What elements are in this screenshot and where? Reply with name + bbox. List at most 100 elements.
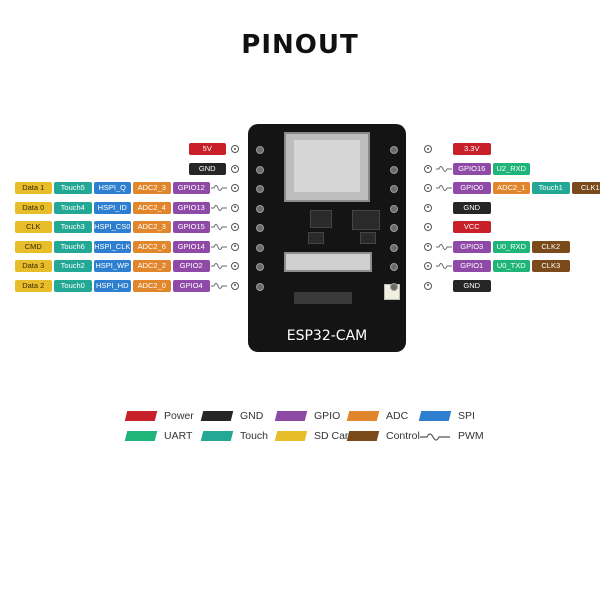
pin-tag-touch4: Touch4 bbox=[54, 201, 92, 214]
pin-tag-hspi-clk: HSPI_CLK bbox=[93, 240, 131, 253]
pin-header-right bbox=[424, 164, 432, 173]
pin-tag-u0-txd: U0_TXD bbox=[492, 260, 530, 272]
pin-header-right bbox=[424, 281, 432, 290]
pin-tag-touch3: Touch3 bbox=[54, 221, 92, 233]
board-pad bbox=[256, 204, 264, 213]
board-pad bbox=[390, 224, 398, 232]
legend-label: GND bbox=[240, 410, 264, 422]
board-label: ESP32-CAM bbox=[286, 328, 368, 344]
pin-tag-data-2: Data 2 bbox=[14, 279, 52, 292]
pin-tag-hspi-q: HSPI_Q bbox=[93, 182, 131, 194]
pin-header-right bbox=[424, 203, 432, 212]
pin-header-left bbox=[231, 242, 239, 251]
pin-header-left bbox=[231, 223, 239, 231]
chip-2 bbox=[352, 210, 380, 230]
legend-label: UART bbox=[164, 430, 193, 442]
pin-tag-gpio2: GPIO2 bbox=[172, 260, 210, 272]
legend-label: Power bbox=[164, 410, 194, 422]
pwm-icon bbox=[436, 263, 452, 269]
pin-header-right bbox=[424, 184, 432, 192]
pin-tag-touch5: Touch5 bbox=[54, 182, 92, 194]
pin-tag-clk: CLK bbox=[14, 221, 52, 233]
legend-swatch bbox=[418, 411, 452, 421]
pwm-icon bbox=[211, 185, 227, 191]
board-pad bbox=[256, 146, 264, 154]
pin-tag-gnd: GND bbox=[453, 201, 491, 214]
board-pad bbox=[390, 263, 398, 271]
pin-tag-adc2-6: ADC2_6 bbox=[133, 240, 171, 253]
pin-tag-cmd: CMD bbox=[14, 240, 52, 253]
board-pad bbox=[390, 204, 398, 213]
page-title: PINOUT bbox=[241, 30, 359, 60]
pin-tag-gpio14: GPIO14 bbox=[172, 240, 210, 253]
pin-tag-u2-rxd: U2_RXD bbox=[492, 162, 530, 175]
pin-tag-touch1: Touch1 bbox=[532, 182, 570, 194]
legend-swatch bbox=[124, 431, 158, 441]
pin-tag-adc2-0: ADC2_0 bbox=[133, 279, 171, 292]
pin-tag-adc2-3: ADC2_3 bbox=[133, 221, 171, 233]
pin-tag-clk1: CLK1 bbox=[571, 182, 600, 194]
pin-tag-data-0: Data 0 bbox=[14, 201, 52, 214]
pin-tag-data-1: Data 1 bbox=[14, 182, 52, 194]
pin-header-left bbox=[231, 184, 239, 192]
pin-tag-gnd: GND bbox=[188, 162, 226, 175]
pin-tag-clk3: CLK3 bbox=[532, 260, 570, 272]
legend-swatch bbox=[274, 411, 308, 421]
pin-tag-u0-rxd: U0_RXD bbox=[492, 240, 530, 253]
pin-tag-gpio16: GPIO16 bbox=[453, 162, 491, 175]
pwm-icon bbox=[211, 282, 227, 289]
legend-label: ADC bbox=[386, 410, 409, 422]
esp32-cam-board: ESP32-CAM bbox=[248, 124, 406, 352]
legend-label: PWM bbox=[458, 430, 484, 442]
pin-tag-vcc: VCC bbox=[453, 221, 491, 233]
pin-header-left bbox=[231, 281, 239, 290]
legend-swatch bbox=[124, 411, 158, 421]
pin-tag-gpio1: GPIO1 bbox=[453, 260, 491, 272]
pin-header-left bbox=[231, 203, 239, 212]
pin-tag-adc2-2: ADC2_2 bbox=[133, 260, 171, 272]
board-pad bbox=[390, 165, 398, 174]
pin-header-right bbox=[424, 223, 432, 231]
pin-header-left bbox=[231, 262, 239, 270]
pin-tag-data-3: Data 3 bbox=[14, 260, 52, 272]
chip-3 bbox=[308, 232, 324, 244]
pin-tag-adc2-4: ADC2_4 bbox=[133, 201, 171, 214]
board-pad bbox=[390, 146, 398, 154]
camera-connector bbox=[284, 252, 372, 272]
pin-tag-gpio15: GPIO15 bbox=[172, 221, 210, 233]
board-pad bbox=[256, 243, 264, 252]
legend-label: SD Card bbox=[314, 430, 355, 442]
pwm-icon bbox=[211, 243, 227, 250]
legend-swatch bbox=[200, 431, 234, 441]
pin-tag-gpio13: GPIO13 bbox=[172, 201, 210, 214]
pwm-legend-icon bbox=[420, 433, 450, 441]
pin-tag-hspi-wp: HSPI_WP bbox=[93, 260, 131, 272]
pwm-icon bbox=[211, 224, 227, 230]
board-pad bbox=[256, 185, 264, 193]
pin-tag-adc2-3: ADC2_3 bbox=[133, 182, 171, 194]
pin-header-right bbox=[424, 145, 432, 153]
pin-tag-gpio0: GPIO0 bbox=[453, 182, 491, 194]
legend-label: SPI bbox=[458, 410, 475, 422]
pin-tag-touch6: Touch6 bbox=[54, 240, 92, 253]
pin-header-right bbox=[424, 262, 432, 270]
pin-tag-touch2: Touch2 bbox=[54, 260, 92, 272]
board-pad bbox=[390, 282, 398, 291]
pin-header-left bbox=[231, 145, 239, 153]
pin-tag-5v: 5V bbox=[188, 143, 226, 155]
legend-label: Control bbox=[386, 430, 420, 442]
legend-label: GPIO bbox=[314, 410, 341, 422]
pin-tag-gpio3: GPIO3 bbox=[453, 240, 491, 253]
chip-1 bbox=[310, 210, 332, 228]
pwm-icon bbox=[436, 185, 452, 191]
board-pad bbox=[390, 243, 398, 252]
pwm-icon bbox=[436, 165, 452, 172]
sd-card-slot bbox=[284, 132, 370, 202]
pin-tag-hspi-hd: HSPI_HD bbox=[93, 279, 131, 292]
pin-tag-adc2-1: ADC2_1 bbox=[492, 182, 530, 194]
sd-card-slot-inner bbox=[294, 140, 360, 192]
board-pad bbox=[256, 165, 264, 174]
legend-swatch bbox=[274, 431, 308, 441]
legend-label: Touch bbox=[240, 430, 269, 442]
board-pad bbox=[256, 224, 264, 232]
